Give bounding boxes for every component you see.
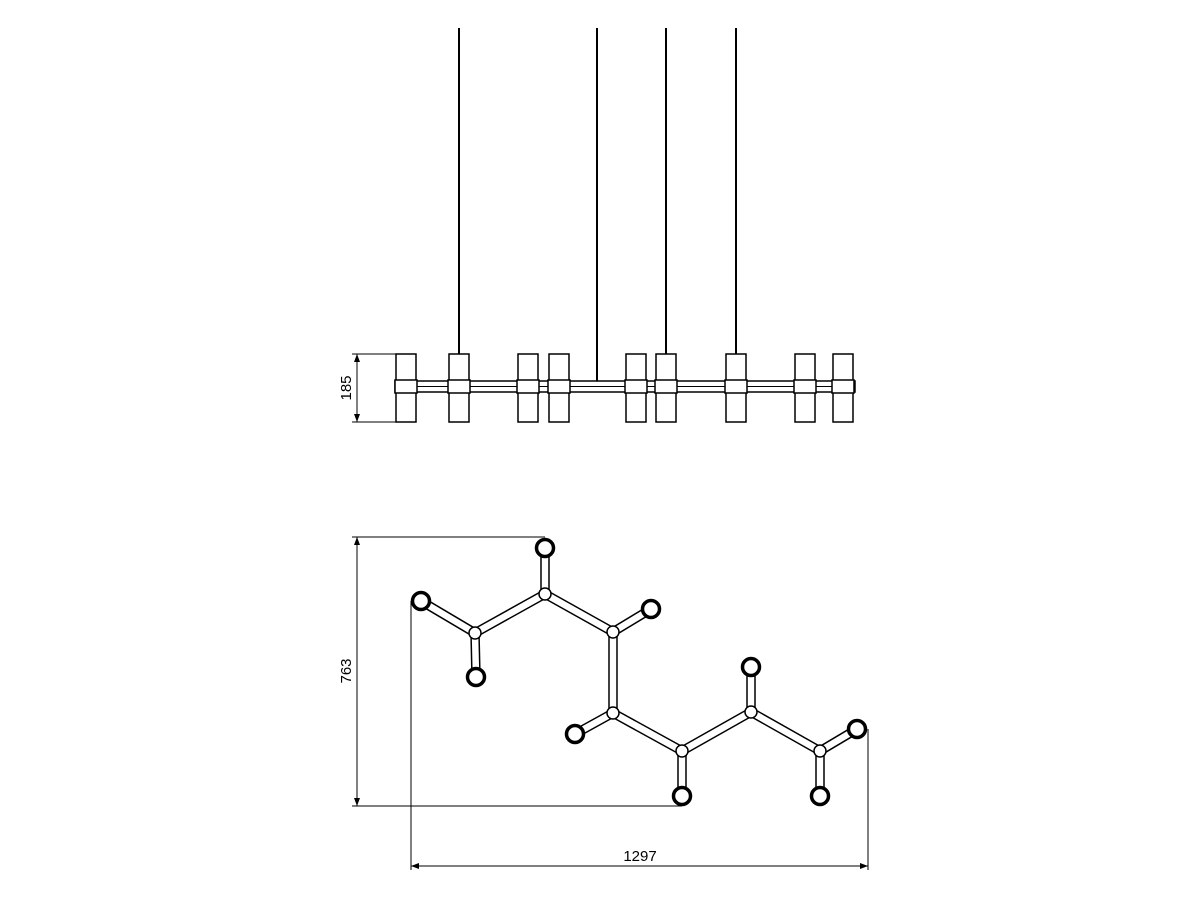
arm-segment xyxy=(610,708,685,756)
lamp-heads xyxy=(410,537,868,807)
arm-segment xyxy=(608,632,618,713)
lamp-shade xyxy=(447,353,471,423)
width-dimension xyxy=(410,601,869,870)
lamp-head xyxy=(564,723,586,745)
lamp-shade xyxy=(654,353,678,423)
lamp-head xyxy=(534,537,556,559)
joint-node xyxy=(813,744,827,758)
arm-segment xyxy=(418,596,478,638)
joint-node xyxy=(606,625,620,639)
lamp-head xyxy=(740,656,762,678)
tubular-arms xyxy=(418,548,860,796)
height-dimension-label: 185 xyxy=(338,375,355,400)
depth-dimension xyxy=(352,536,682,807)
lamp-head xyxy=(640,598,662,620)
lamp-shade xyxy=(831,353,855,423)
depth-dimension-label: 763 xyxy=(338,658,355,683)
lamp-head xyxy=(809,785,831,807)
lamp-shade xyxy=(724,353,748,423)
lamp-shade xyxy=(547,353,571,423)
lamp-shade xyxy=(793,353,817,423)
lamp-head xyxy=(846,718,868,740)
lamp-head xyxy=(410,590,432,612)
joint-node xyxy=(675,744,689,758)
arm-segment xyxy=(472,589,548,638)
joint-nodes xyxy=(468,587,827,758)
arm-segment xyxy=(679,707,754,756)
arm-segment xyxy=(748,707,823,756)
lamp-shade xyxy=(516,353,540,423)
lamp-shade xyxy=(394,353,418,423)
lamp-head xyxy=(465,666,487,688)
side-elevation-view xyxy=(352,28,856,423)
lamp-head xyxy=(671,785,693,807)
arm-segment xyxy=(542,589,616,637)
width-dimension-label: 1297 xyxy=(623,848,656,865)
suspension-cables xyxy=(458,28,737,382)
top-plan-view xyxy=(352,536,869,870)
lamp-shades-side xyxy=(394,353,855,423)
joint-node xyxy=(744,705,758,719)
joint-node xyxy=(606,706,620,720)
joint-node xyxy=(538,587,552,601)
height-dimension xyxy=(352,353,398,423)
lamp-shade xyxy=(624,353,648,423)
joint-node xyxy=(468,626,482,640)
